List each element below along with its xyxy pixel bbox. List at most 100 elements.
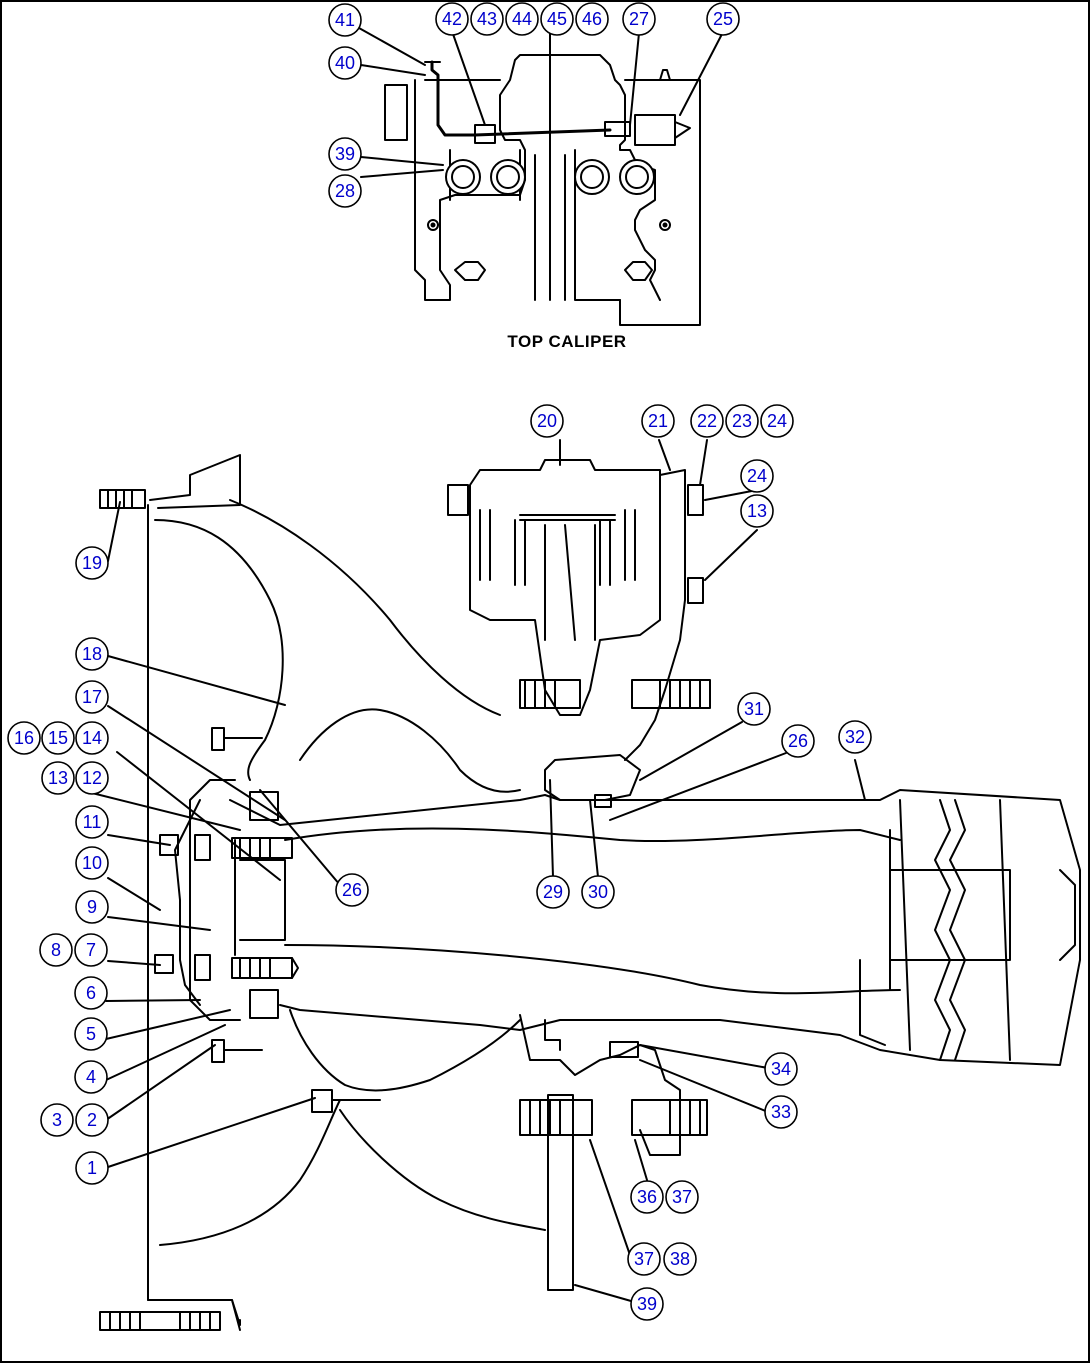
main-assembly-view — [99, 454, 1081, 1331]
callout-45: 44 — [505, 2, 539, 36]
svg-text:38: 38 — [670, 1249, 690, 1269]
svg-text:6: 6 — [86, 983, 96, 1003]
callout-4: 4 — [74, 1060, 108, 1094]
callout-28: 28 — [328, 174, 362, 208]
leader-lines — [91, 27, 866, 1302]
svg-text:39: 39 — [637, 1294, 657, 1314]
svg-text:30: 30 — [588, 882, 608, 902]
callout-13a: 13 — [740, 494, 774, 528]
callout-19: 19 — [75, 546, 109, 580]
callout-44: 43 — [470, 2, 504, 36]
callout-14: 14 — [75, 721, 109, 755]
svg-text:1: 1 — [87, 1158, 97, 1178]
callout-10: 10 — [75, 846, 109, 880]
callout-18: 18 — [75, 637, 109, 671]
svg-text:22: 22 — [697, 411, 717, 431]
callout-20: 20 — [530, 404, 564, 438]
svg-text:40: 40 — [335, 53, 355, 73]
svg-text:45: 45 — [547, 9, 567, 29]
diagram-caption: TOP CALIPER — [507, 332, 626, 351]
svg-text:13: 13 — [747, 501, 767, 521]
svg-text:5: 5 — [86, 1024, 96, 1044]
svg-text:36: 36 — [637, 1187, 657, 1207]
svg-text:24: 24 — [747, 466, 767, 486]
callout-38: 38 — [663, 1242, 697, 1276]
callout-37a: 37 — [665, 1180, 699, 1214]
callout-46: 45 — [540, 2, 574, 36]
callout-8: 8 — [39, 933, 73, 967]
callout-26b: 26 — [781, 724, 815, 758]
callout-24a: 24 — [760, 404, 794, 438]
callout-30: 30 — [581, 875, 615, 909]
svg-text:37: 37 — [634, 1249, 654, 1269]
svg-text:9: 9 — [87, 897, 97, 917]
svg-text:39: 39 — [335, 144, 355, 164]
callout-41: 40 — [328, 46, 362, 80]
callout-24b: 24 — [740, 459, 774, 493]
callout-31: 31 — [737, 692, 771, 726]
callout-15: 15 — [41, 721, 75, 755]
svg-text:32: 32 — [845, 727, 865, 747]
callout-42: 41 — [328, 3, 362, 37]
svg-text:29: 29 — [543, 882, 563, 902]
svg-text:15: 15 — [48, 728, 68, 748]
callout-9: 9 — [75, 890, 109, 924]
callout-47: 46 — [575, 2, 609, 36]
callout-16: 16 — [7, 721, 41, 755]
callout-11: 11 — [75, 805, 109, 839]
callout-2: 2 — [75, 1103, 109, 1137]
callout-13b: 13 — [41, 761, 75, 795]
svg-text:44: 44 — [512, 9, 532, 29]
svg-text:37: 37 — [672, 1187, 692, 1207]
svg-text:17: 17 — [82, 687, 102, 707]
svg-text:26: 26 — [788, 731, 808, 751]
callout-17: 17 — [75, 680, 109, 714]
svg-text:46: 46 — [582, 9, 602, 29]
svg-text:23: 23 — [732, 411, 752, 431]
svg-text:3: 3 — [52, 1110, 62, 1130]
top-caliper-view — [384, 19, 701, 326]
svg-text:42: 42 — [442, 9, 462, 29]
svg-text:18: 18 — [82, 644, 102, 664]
svg-text:2: 2 — [87, 1110, 97, 1130]
callout-26a: 26 — [335, 873, 369, 907]
callout-5: 5 — [74, 1017, 108, 1051]
callout-33: 33 — [764, 1095, 798, 1129]
svg-text:13: 13 — [48, 768, 68, 788]
callout-1: 1 — [75, 1151, 109, 1185]
svg-text:26: 26 — [342, 880, 362, 900]
svg-text:8: 8 — [51, 940, 61, 960]
callout-29: 29 — [536, 875, 570, 909]
svg-text:21: 21 — [648, 411, 668, 431]
svg-text:27: 27 — [629, 9, 649, 29]
callout-6: 6 — [74, 976, 108, 1010]
svg-text:41: 41 — [335, 10, 355, 30]
svg-text:43: 43 — [477, 9, 497, 29]
svg-text:16: 16 — [14, 728, 34, 748]
callout-25: 25 — [706, 2, 740, 36]
svg-text:24: 24 — [767, 411, 787, 431]
callout-12: 12 — [75, 761, 109, 795]
callout-32: 32 — [838, 720, 872, 754]
svg-text:20: 20 — [537, 411, 557, 431]
svg-text:11: 11 — [83, 812, 102, 832]
callout-37b: 37 — [627, 1242, 661, 1276]
callout-36: 36 — [630, 1180, 664, 1214]
svg-text:25: 25 — [713, 9, 733, 29]
svg-text:10: 10 — [82, 853, 102, 873]
svg-text:19: 19 — [82, 553, 102, 573]
callout-7: 7 — [74, 933, 108, 967]
callout-3: 3 — [40, 1103, 74, 1137]
svg-text:31: 31 — [744, 699, 764, 719]
callout-22: 22 — [690, 404, 724, 438]
callout-27: 27 — [622, 2, 656, 36]
svg-text:33: 33 — [771, 1102, 791, 1122]
callout-group: 41 40 42 43 44 45 46 27 25 39 28 20 21 2… — [7, 2, 872, 1321]
callout-34: 34 — [764, 1052, 798, 1086]
svg-text:28: 28 — [335, 181, 355, 201]
callout-43: 42 — [435, 2, 469, 36]
callout-39: 39 — [630, 1287, 664, 1321]
